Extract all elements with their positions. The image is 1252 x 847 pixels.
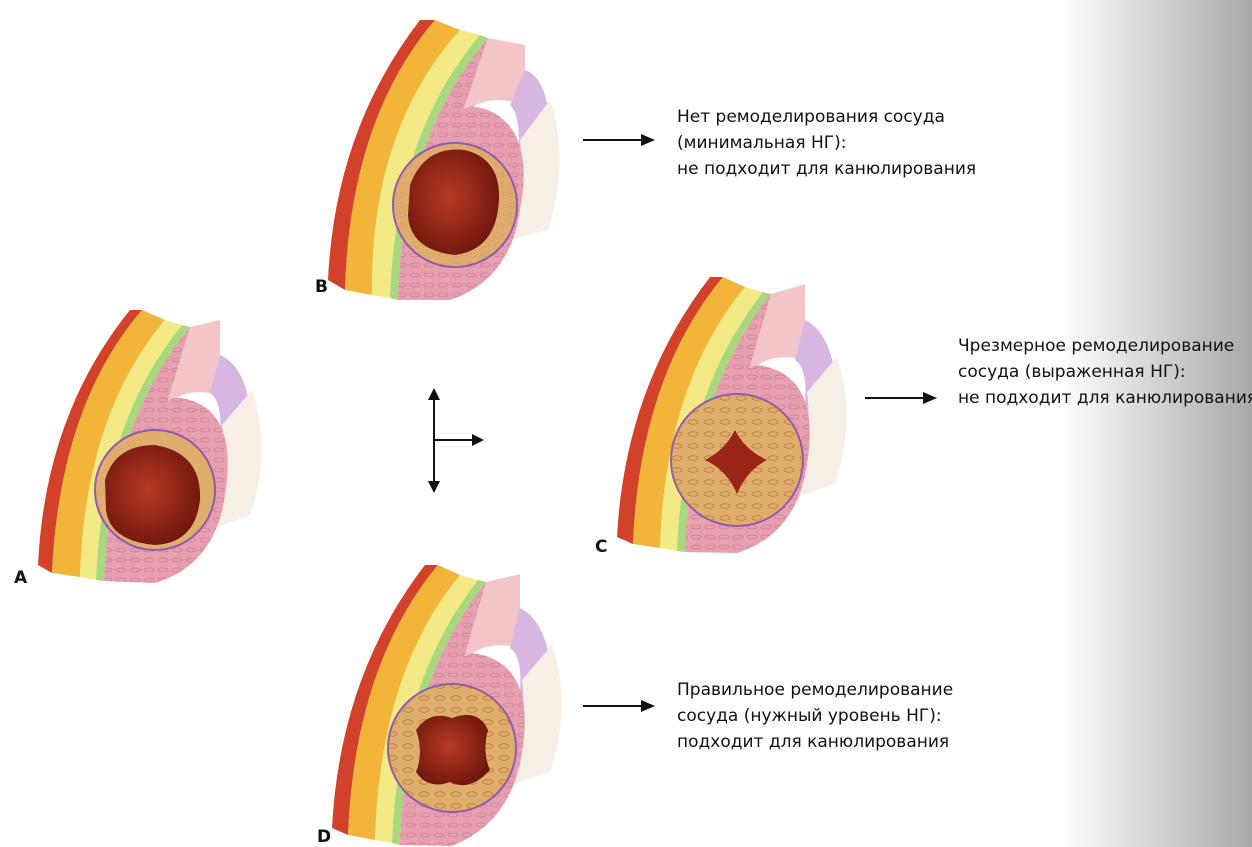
- vessel-illustration-c: [605, 272, 865, 557]
- arrow-b-icon: [583, 132, 655, 148]
- caption-d: Правильное ремоделирование сосуда (нужны…: [677, 677, 953, 755]
- panel-letter-a: A: [14, 568, 27, 588]
- panel-letter-c: C: [595, 537, 607, 557]
- arrow-d-icon: [583, 698, 655, 714]
- vessel-illustration-a: [30, 305, 280, 585]
- caption-b: Нет ремоделирования сосуда (минимальная …: [677, 104, 976, 182]
- panel-letter-d: D: [317, 827, 331, 847]
- caption-c-line-2: сосуда (выраженная НГ):: [958, 359, 1252, 385]
- panel-letter-b: B: [315, 277, 328, 297]
- direction-arrows-icon: [420, 388, 490, 493]
- caption-d-line-2: сосуда (нужный уровень НГ):: [677, 703, 953, 729]
- caption-d-line-3: подходит для канюлирования: [677, 729, 953, 755]
- vessel-illustration-d: [320, 560, 580, 847]
- caption-c-line-1: Чрезмерное ремоделирование: [958, 333, 1252, 359]
- caption-b-line-1: Нет ремоделирования сосуда: [677, 104, 976, 130]
- caption-b-line-3: не подходит для канюлирования: [677, 156, 976, 182]
- page-edge-shadow: [1060, 0, 1252, 847]
- arrow-c-icon: [865, 390, 937, 406]
- caption-d-line-1: Правильное ремоделирование: [677, 677, 953, 703]
- caption-c-line-3: не подходит для канюлирования: [958, 385, 1252, 411]
- caption-b-line-2: (минимальная НГ):: [677, 130, 976, 156]
- vessel-illustration-b: [310, 10, 580, 300]
- caption-c: Чрезмерное ремоделирование сосуда (выраж…: [958, 333, 1252, 411]
